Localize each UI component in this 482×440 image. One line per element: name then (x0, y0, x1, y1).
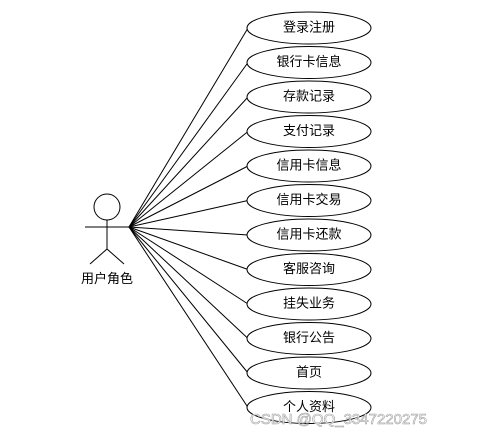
association-line (128, 226, 249, 339)
use-case-ellipse (246, 287, 372, 321)
use-case-ellipse (246, 80, 372, 114)
use-case-label: 银行卡信息 (276, 54, 341, 70)
use-case-ellipse (246, 356, 372, 390)
use-case-ellipse (246, 46, 372, 79)
association-line (128, 62, 249, 228)
use-case-ellipse (246, 218, 372, 252)
use-case-label: 登录注册 (283, 21, 335, 36)
association-lines (128, 27, 249, 408)
use-case-ellipse (246, 391, 372, 424)
actor-head (93, 193, 121, 221)
use-case-ellipse (246, 253, 372, 286)
use-case-label: 信用卡还款 (276, 228, 341, 243)
association-line (128, 131, 249, 228)
use-case-label: 首页 (296, 366, 322, 381)
use-case: 挂失业务 (246, 287, 372, 321)
association-line (128, 226, 249, 374)
use-case: 信用卡交易 (246, 184, 372, 217)
actor-label: 用户角色 (81, 271, 133, 287)
association-line (128, 96, 249, 228)
use-case-label: 挂失业务 (283, 296, 335, 312)
association-line (128, 226, 249, 305)
actor-figure: 用户角色 (81, 193, 133, 287)
use-case-ellipse (246, 149, 372, 183)
use-case: 银行公告 (246, 322, 372, 355)
association-line (128, 226, 249, 236)
use-case-label: 存款记录 (283, 90, 335, 105)
use-case-ellipse (246, 322, 372, 355)
use-cases: 登录注册银行卡信息存款记录支付记录信用卡信息信用卡交易信用卡还款客服咨询挂失业务… (246, 11, 372, 424)
association-line (128, 200, 249, 228)
use-case: 信用卡信息 (246, 149, 372, 183)
use-case-label: 信用卡交易 (276, 192, 341, 208)
association-line (128, 226, 249, 408)
use-case: 客服咨询 (246, 253, 372, 286)
use-case: 存款记录 (246, 80, 372, 114)
association-line (128, 27, 249, 228)
use-case-ellipse (246, 11, 372, 45)
use-case: 支付记录 (246, 115, 372, 148)
actor-right-leg (106, 248, 125, 265)
watermark: CSDN @QQ_3347220275 (250, 411, 427, 428)
use-case-label: 个人资料 (283, 400, 335, 415)
actor-left-leg (89, 248, 108, 265)
use-case-label: 信用卡信息 (276, 158, 341, 174)
use-case-label: 支付记录 (283, 124, 335, 139)
use-case: 信用卡还款 (246, 218, 372, 252)
use-case-ellipse (246, 115, 372, 148)
use-case: 个人资料 (246, 391, 372, 424)
use-case: 首页 (246, 356, 372, 390)
use-case: 登录注册 (246, 11, 372, 45)
association-line (128, 226, 249, 270)
use-case-label: 客服咨询 (283, 261, 335, 277)
use-case-ellipse (246, 184, 372, 217)
use-case-label: 银行公告 (283, 331, 335, 346)
association-line (128, 165, 249, 228)
use-case: 银行卡信息 (246, 46, 372, 79)
